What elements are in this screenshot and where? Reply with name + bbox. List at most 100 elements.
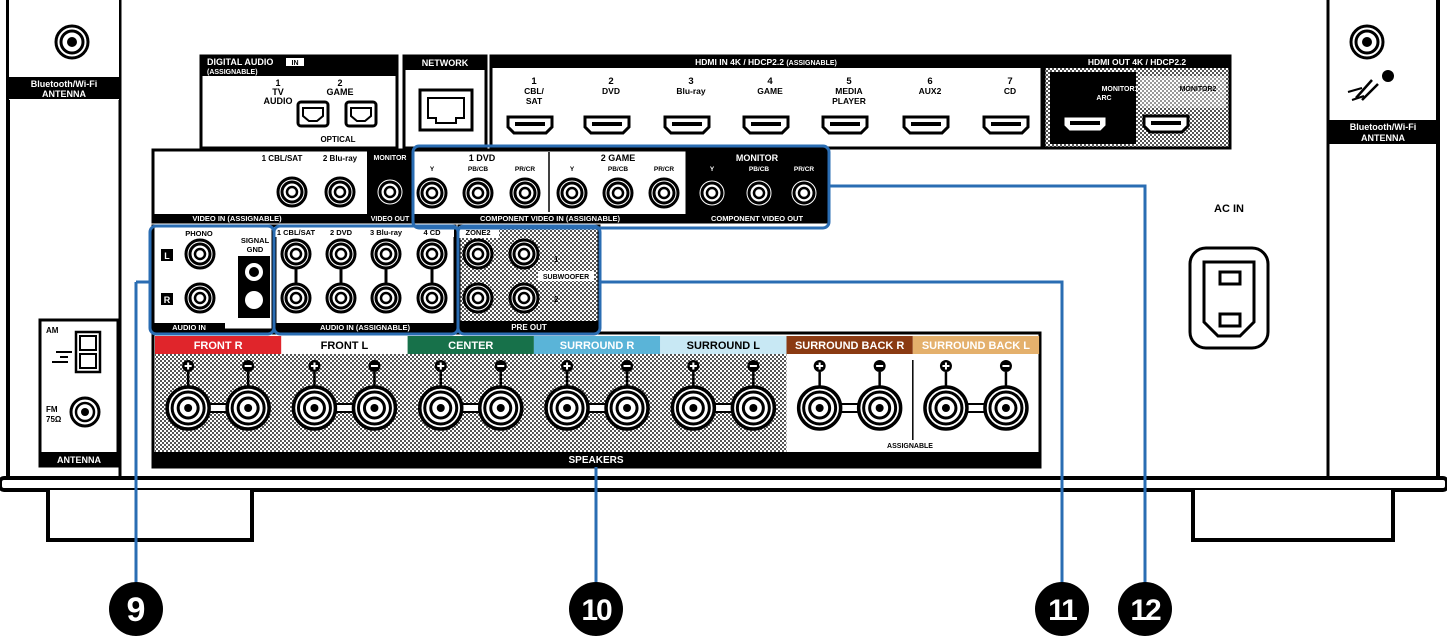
subwoofer-2-jack[interactable] (508, 282, 540, 314)
phono-l-jack[interactable] (184, 238, 216, 270)
optical-1-name: TV (272, 87, 284, 97)
video-in-2-jack[interactable] (324, 176, 356, 208)
speaker-6-post-plus[interactable] (923, 385, 969, 431)
audio-in-4-l-jack[interactable] (416, 238, 448, 270)
speaker-3-post-plus[interactable] (544, 385, 590, 431)
zone2-r-jack[interactable] (462, 282, 494, 314)
speaker-5-post-plus[interactable] (796, 385, 843, 431)
video-in-1-jack[interactable] (276, 176, 308, 208)
callout-numbers: 9 10 11 12 (109, 582, 1172, 636)
audio-in-3-r-jack[interactable] (370, 282, 402, 314)
antenna-right-label-1: Bluetooth/Wi-Fi (1350, 122, 1416, 132)
hdmi-in-2-port[interactable] (583, 115, 631, 135)
speaker-4-post-minus[interactable] (730, 385, 777, 431)
speaker-0-post-minus[interactable] (225, 385, 271, 431)
speaker-2-post-plus[interactable] (418, 385, 464, 431)
speaker-0-post-plus[interactable] (165, 385, 211, 431)
optical-1-name2: AUDIO (264, 96, 293, 106)
speaker-6-post-minus[interactable] (983, 385, 1029, 431)
audio-in-1-label: 1 CBL/SAT (277, 228, 316, 237)
audio-in-1-r-jack[interactable] (280, 282, 312, 314)
speaker-channel-3-label: SURROUND R (560, 340, 635, 352)
am-terminal[interactable] (52, 330, 102, 374)
speaker-1-post-plus[interactable] (291, 385, 338, 431)
subwoofer-1-jack[interactable] (508, 238, 540, 270)
hdmi-in-5-num: 5 (846, 76, 852, 87)
component-in-2-jack-2[interactable] (648, 177, 680, 209)
component-out-jack-2[interactable] (788, 177, 820, 209)
hdmi-in-1-label: CBL/ (524, 86, 544, 96)
plus-icon (813, 360, 826, 372)
audio-in-2-l-jack[interactable] (325, 238, 357, 270)
component-out-jack-1[interactable] (743, 177, 775, 209)
hdmi-in-7-num: 7 (1007, 76, 1012, 87)
hdmi-in-3-port[interactable] (663, 115, 711, 135)
network-section: NETWORK (402, 54, 488, 150)
component-in-1-label: 1 DVD (469, 153, 496, 163)
hdmi-in-title: HDMI IN 4K / HDCP2.2 (ASSIGNABLE) (695, 57, 837, 67)
audio-in-3-l-jack[interactable] (370, 238, 402, 270)
svg-text:12: 12 (1130, 594, 1161, 627)
callout-9: 9 (109, 582, 163, 636)
audio-in-4-r-jack[interactable] (416, 282, 448, 314)
component-in-2-jack-1[interactable] (602, 177, 634, 209)
speaker-5-post-minus[interactable] (856, 385, 903, 431)
fm-label: FM (46, 405, 58, 414)
speaker-1-post-minus[interactable] (351, 385, 398, 431)
minus-icon (747, 360, 760, 372)
video-monitor-out-jack[interactable] (374, 176, 406, 208)
bluetooth-antenna-right[interactable]: Bluetooth/Wi-Fi ANTENNA (1329, 24, 1437, 144)
speaker-channel-5-label: SURROUND BACK R (795, 340, 904, 352)
component-in-2-jack-0[interactable] (556, 177, 588, 209)
speaker-2-post-minus[interactable] (478, 385, 524, 431)
hdmi-out-monitor1[interactable] (1061, 114, 1109, 134)
fm-antenna-jack[interactable] (69, 396, 101, 428)
hdmi-in-6-num: 6 (927, 76, 932, 87)
speaker-channel-1-label: FRONT L (321, 340, 369, 352)
hdmi-in-7-port[interactable] (982, 115, 1030, 135)
component-out-jack-0[interactable] (696, 177, 728, 209)
audio-in-1-l-jack[interactable] (280, 238, 312, 270)
hdmi-in-6-port[interactable] (902, 115, 950, 135)
monitor2-label: MONITOR2 (1180, 86, 1217, 93)
hdmi-in-1-port[interactable] (506, 115, 554, 135)
hdmi-in-4-port[interactable] (742, 115, 790, 135)
component-in-1-jack-2[interactable] (509, 177, 541, 209)
component-in-1-jack-1[interactable] (462, 177, 494, 209)
bluetooth-antenna-left[interactable]: Bluetooth/Wi-Fi ANTENNA (9, 0, 119, 100)
optical-port-2[interactable] (344, 100, 378, 128)
monitor1-label: MONITOR1 (1102, 86, 1139, 93)
video-in-title: VIDEO IN (ASSIGNABLE) (192, 214, 282, 223)
ethernet-port[interactable] (418, 88, 474, 132)
callout-10: 10 (569, 582, 623, 636)
ac-power-inlet[interactable] (1188, 246, 1270, 350)
hdmi-out-monitor2[interactable] (1142, 114, 1190, 134)
signal-gnd-label-2: GND (247, 245, 264, 254)
plus-icon (939, 360, 952, 372)
speaker-channel-5: SURROUND BACK R (786, 336, 913, 431)
component-in-1-1-label: PB/CB (468, 166, 489, 173)
optical-2-name: GAME (327, 87, 354, 97)
hdmi-in-7-label: CD (1004, 86, 1016, 96)
hdmi-in-3-label: Blu-ray (676, 86, 706, 96)
speaker-3-post-minus[interactable] (604, 385, 650, 431)
plus-icon (561, 360, 574, 372)
callout-11-box (456, 224, 602, 336)
phono-r-jack[interactable] (184, 282, 216, 314)
zone2-l-jack[interactable] (462, 238, 494, 270)
speaker-4-post-plus[interactable] (670, 385, 717, 431)
speaker-channel-6-label: SURROUND BACK L (922, 340, 1030, 352)
signal-gnd-terminal[interactable] (238, 256, 270, 318)
optical-port-1[interactable] (296, 100, 330, 128)
callout-11-line (600, 280, 1064, 598)
audio-assignable-title: AUDIO IN (ASSIGNABLE) (320, 323, 411, 332)
audio-in-2-r-jack[interactable] (325, 282, 357, 314)
digital-audio-section: DIGITAL AUDIO IN (ASSIGNABLE) 1 TV AUDIO… (199, 54, 399, 150)
video-in-2-label: 2 Blu-ray (323, 154, 358, 163)
callout-11: 11 (1035, 582, 1089, 636)
hdmi-out-title: HDMI OUT 4K / HDCP2.2 (1088, 57, 1187, 67)
hdmi-in-5-port[interactable] (821, 115, 869, 135)
callout-9-line (134, 280, 150, 598)
component-in-1-jack-0[interactable] (416, 177, 448, 209)
